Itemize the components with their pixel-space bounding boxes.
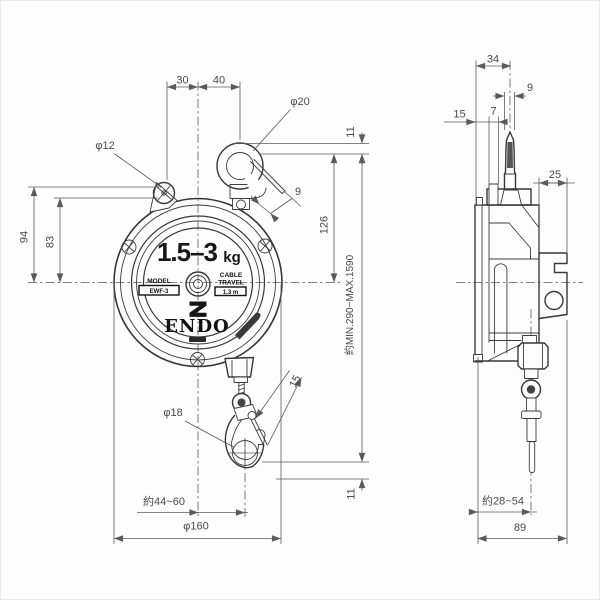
face-plate: 1.5–3 kg MODEL EWF-3 CABLE TRAVEL 1.3 m … xyxy=(138,237,261,342)
cable-label-1: CABLE xyxy=(220,272,243,279)
dim-label-94: 94 xyxy=(19,231,31,243)
dim-label-phi12: φ12 xyxy=(95,140,114,152)
cable-plate xyxy=(214,286,247,297)
dim-label-40: 40 xyxy=(213,75,225,87)
dim-label-30: 30 xyxy=(176,75,188,87)
dim-label-126: 126 xyxy=(319,216,331,234)
dim-label-9: 9 xyxy=(295,186,301,198)
stopper-knob xyxy=(254,312,261,319)
model-label: MODEL xyxy=(147,278,171,285)
dim-label-83: 83 xyxy=(45,236,57,248)
dim-label-28-54: 約28~54 xyxy=(482,494,524,508)
cable-value: 1.3 m xyxy=(223,290,238,296)
capacity-unit-text: kg xyxy=(223,249,241,266)
dim-label-9-side: 9 xyxy=(527,82,533,94)
capacity-text: 1.5–3 xyxy=(157,237,218,267)
side-top-hook-pin xyxy=(503,131,517,191)
bottom-hook xyxy=(224,392,268,469)
dim-label-minmax: 約MIN.290~MAX.1590 xyxy=(343,254,356,355)
screw-icon xyxy=(121,239,137,255)
side-dimensions: 34 9 15 7 25 約28~54 xyxy=(444,54,575,544)
model-plate xyxy=(138,284,180,296)
dim-label-25: 25 xyxy=(549,169,561,181)
dim-label-15-side: 15 xyxy=(453,109,465,121)
mounting-lug xyxy=(149,181,178,213)
dim-label-34: 34 xyxy=(487,54,499,66)
side-bottom-hook xyxy=(517,335,549,473)
endo-logo-mark xyxy=(189,301,207,317)
screw-icon xyxy=(257,238,273,254)
dim-label-89: 89 xyxy=(514,522,526,534)
dim-label-15-front: 15 xyxy=(287,373,303,389)
dim-label-7: 7 xyxy=(490,106,496,118)
top-hook xyxy=(216,142,286,210)
dim-label-11-top: 11 xyxy=(345,126,357,137)
brand-subtext-bar xyxy=(189,337,206,342)
front-dimensions: 30 40 φ12 φ20 9 11 126 xyxy=(19,75,369,544)
rim-screws xyxy=(121,238,273,367)
dim-label-phi18: φ18 xyxy=(163,407,182,419)
side-view: 34 9 15 7 25 約28~54 xyxy=(444,54,583,544)
dim-label-11-bottom: 11 xyxy=(346,488,358,499)
cable-label-2: TRAVEL xyxy=(218,280,244,287)
hanger-bracket xyxy=(538,252,568,320)
dim-label-phi160: φ160 xyxy=(183,521,209,533)
dim-label-44-60: 約44~60 xyxy=(143,494,185,508)
cable-outlet xyxy=(224,356,255,395)
brand-text: ENDO xyxy=(164,316,229,337)
model-value: EWF-3 xyxy=(150,289,169,295)
screw-icon xyxy=(190,352,205,367)
front-view: 1.5–3 kg MODEL EWF-3 CABLE TRAVEL 1.3 m … xyxy=(19,75,369,544)
cable-stopper-lever xyxy=(235,314,260,340)
dim-label-phi20: φ20 xyxy=(290,96,309,108)
